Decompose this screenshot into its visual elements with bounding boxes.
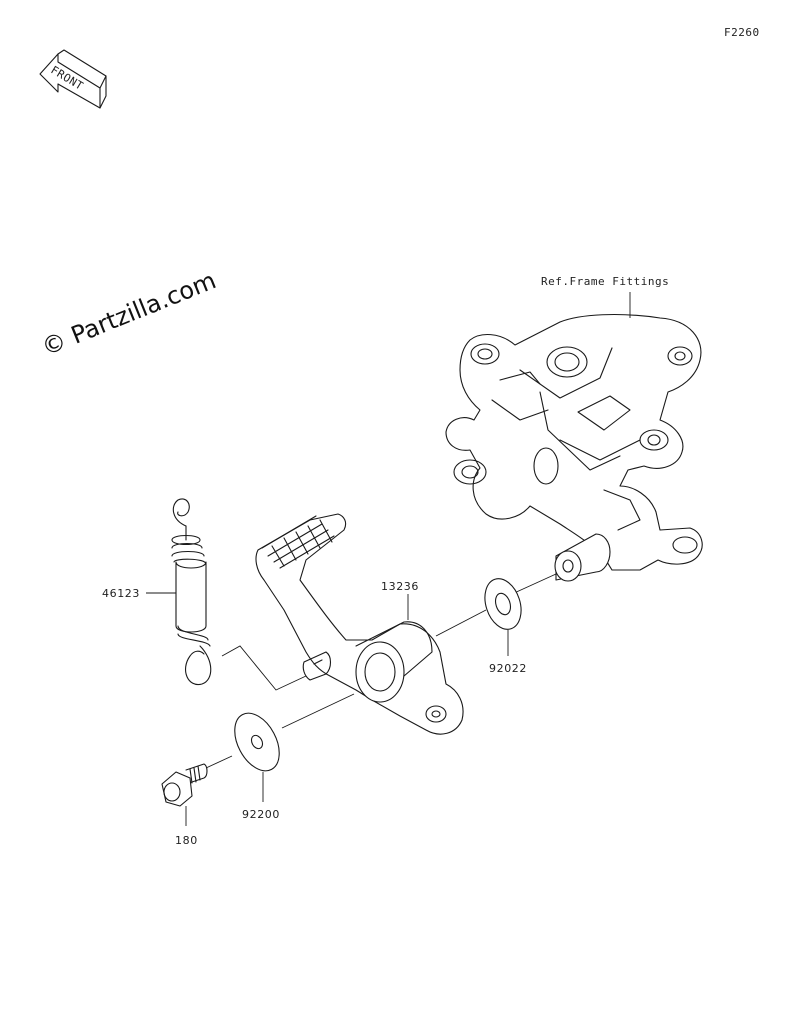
callout-13236: 13236 bbox=[381, 580, 419, 593]
callout-180: 180 bbox=[175, 834, 198, 847]
brake-pedal-13236 bbox=[255, 513, 464, 735]
frame-bracket bbox=[445, 313, 703, 582]
front-arrow-icon: FRONT bbox=[39, 49, 107, 109]
callout-92200: 92200 bbox=[242, 808, 280, 821]
callout-92022: 92022 bbox=[489, 662, 527, 675]
washer-92200 bbox=[234, 712, 280, 772]
reference-label: Ref.Frame Fittings bbox=[541, 275, 669, 288]
spring-46123 bbox=[171, 498, 212, 686]
watermark: © Partzilla.com bbox=[38, 266, 220, 361]
bolt-180 bbox=[161, 763, 208, 807]
washer-92022 bbox=[484, 578, 522, 630]
callout-46123: 46123 bbox=[102, 587, 140, 600]
figure-code: F2260 bbox=[724, 26, 760, 39]
